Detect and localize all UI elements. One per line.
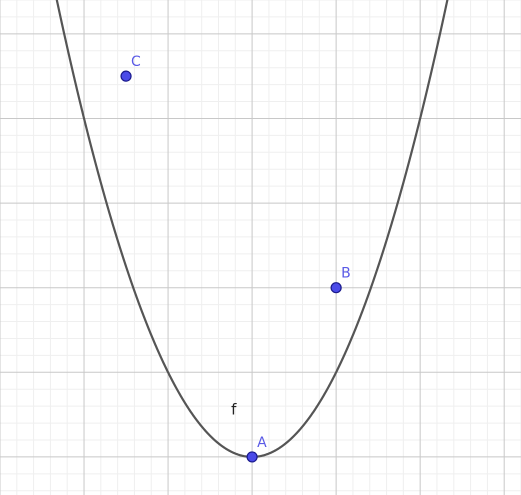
points-layer: A B C [120,54,351,463]
point-b[interactable] [330,282,342,294]
point-c[interactable] [120,70,132,82]
point-b-label: B [341,266,351,282]
function-f-label: f [231,401,237,419]
point-a-label: A [257,435,267,451]
point-a[interactable] [246,451,258,463]
point-c-label: C [131,54,141,70]
